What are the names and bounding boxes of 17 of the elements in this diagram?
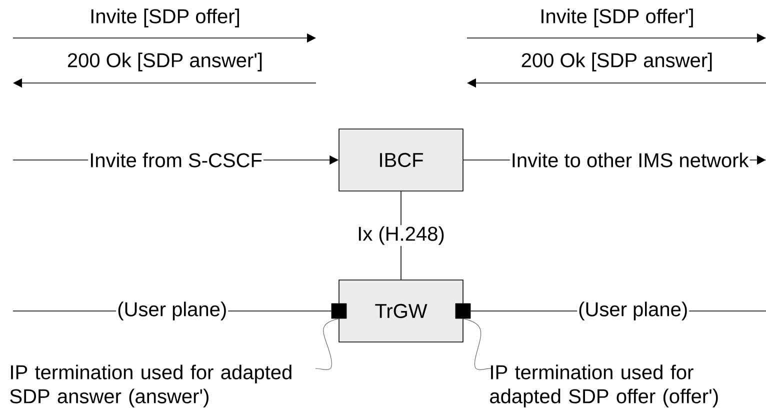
note-text: IP termination used for adapted SDP answer (answer') <box>10 364 292 408</box>
process-box: TrGW <box>338 280 464 342</box>
message-label: Invite [SDP offer'] <box>542 8 693 28</box>
leader-line <box>462 318 492 370</box>
termination-square <box>455 303 471 319</box>
termination-square <box>331 303 347 319</box>
message-label: Invite [SDP offer] <box>91 8 239 28</box>
edge-label: (User plane) <box>116 300 228 322</box>
leader-line <box>315 318 340 370</box>
edge-label: (User plane) <box>577 300 690 322</box>
message-label: 200 Ok [SDP answer'] <box>68 52 262 72</box>
edge-label: Ix (H.248) <box>356 225 446 246</box>
process-box: IBCF <box>338 128 464 192</box>
message-label: 200 Ok [SDP answer] <box>522 52 712 72</box>
edge-label: Invite to other IMS network <box>510 152 750 168</box>
edge-label: Invite from S-CSCF <box>88 152 264 168</box>
note-text: IP termination used for adapted SDP offer (offer') <box>490 364 718 408</box>
